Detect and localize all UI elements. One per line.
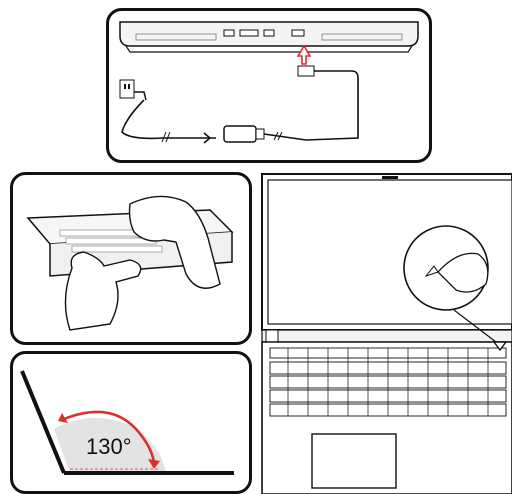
panel-connect-power	[106, 8, 432, 163]
touchpad	[312, 434, 396, 488]
lid-angle-illustration	[10, 351, 252, 494]
open-lid-illustration	[10, 172, 252, 345]
panel-open-lid	[10, 172, 252, 345]
panel-lid-angle	[10, 351, 252, 494]
power-button-illustration	[258, 172, 512, 494]
connect-power-illustration	[106, 8, 432, 163]
panel-power-button	[258, 172, 512, 494]
angle-label: 130°	[86, 434, 132, 460]
